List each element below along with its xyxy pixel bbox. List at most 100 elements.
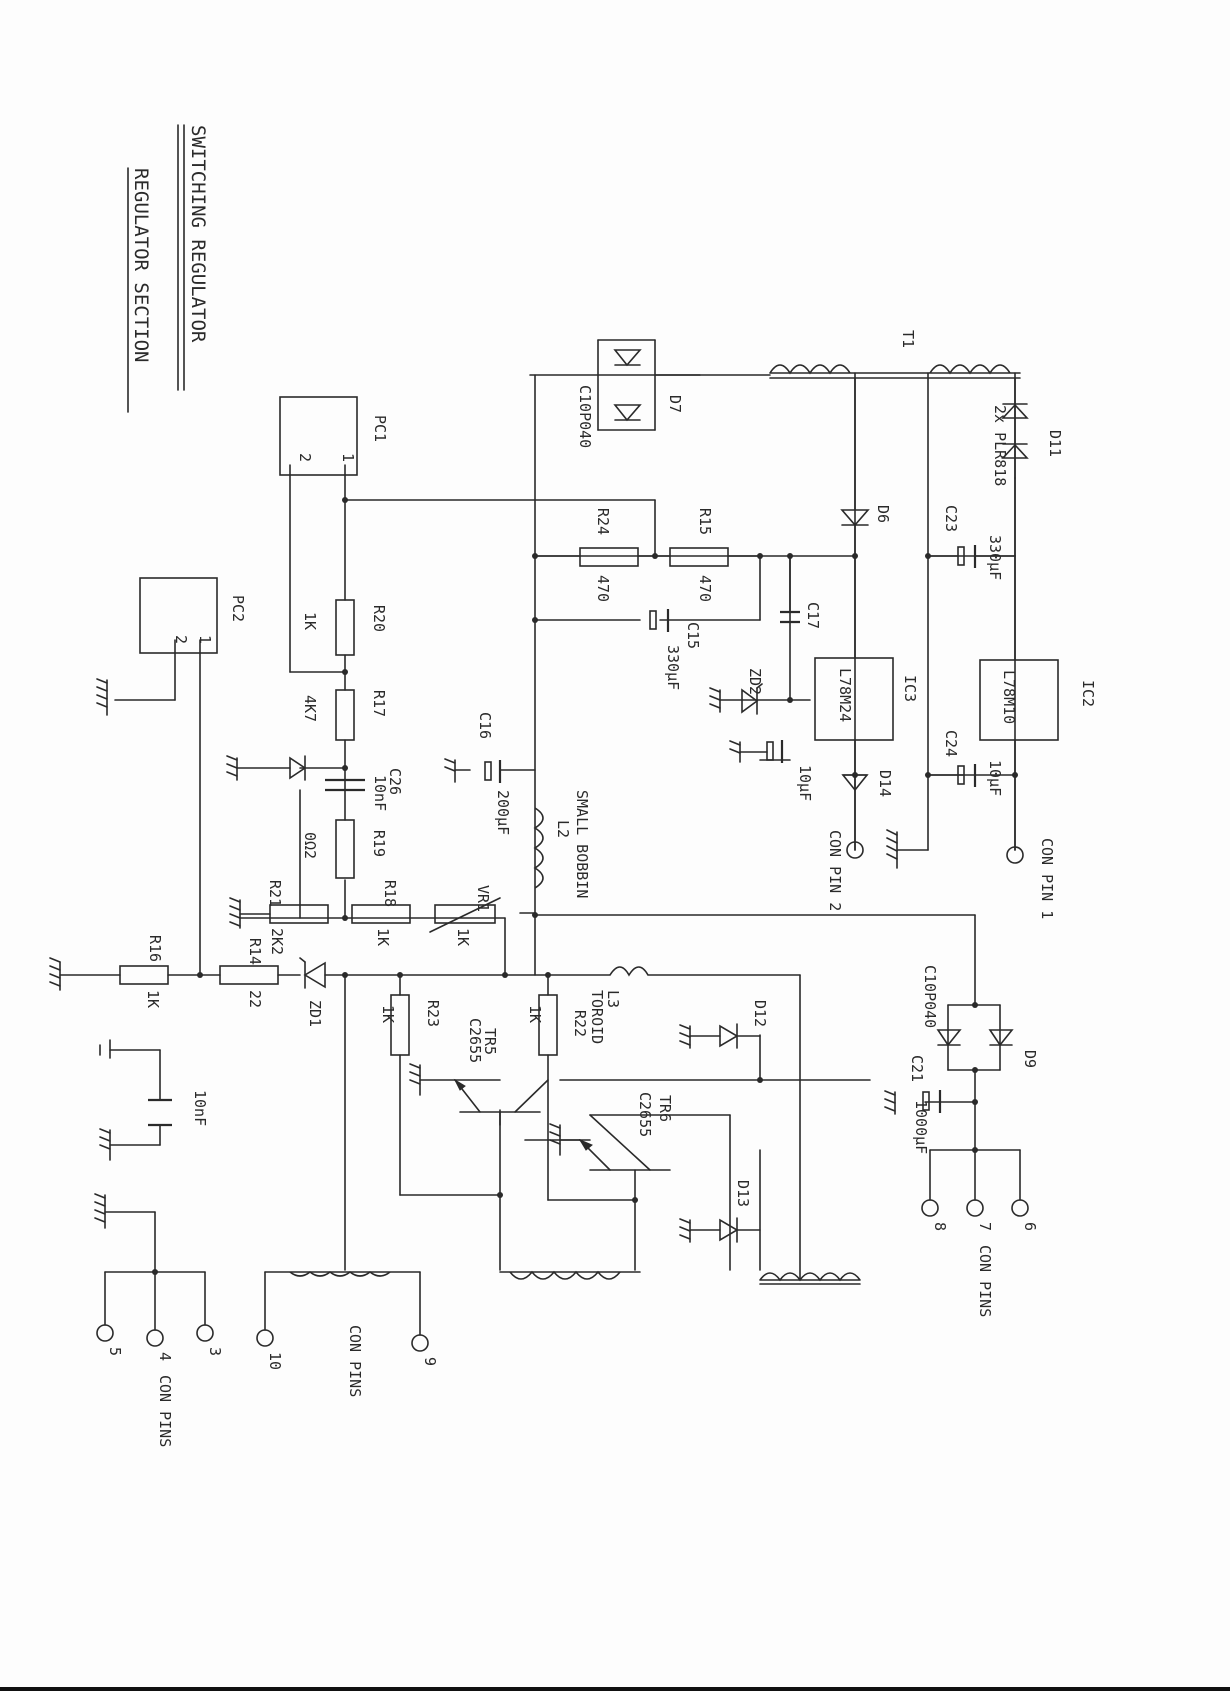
- capacitor-c14: 10µF: [729, 740, 814, 801]
- d9-label: D9: [1021, 1050, 1039, 1068]
- c16-value: 200µF: [494, 790, 512, 835]
- transformer-t1: T1: [769, 330, 1011, 375]
- c26-label: C26: [386, 768, 404, 795]
- capacitor-c17: C17: [780, 555, 822, 629]
- con-pin-7[interactable]: 7: [966, 1199, 994, 1231]
- ground-symbol: [49, 897, 241, 987]
- c15-label: C15: [684, 622, 702, 649]
- c26-value: 10nF: [371, 775, 389, 811]
- r18-value: 1K: [374, 928, 392, 946]
- pin-5-label: 5: [106, 1347, 124, 1356]
- capacitor-c16: C16 200µF: [444, 712, 512, 835]
- r17-value: 4K7: [301, 695, 319, 722]
- tr5-value: C2655: [466, 1018, 484, 1063]
- c21-label: C21: [908, 1055, 926, 1082]
- pc2-pin2: 2: [172, 635, 190, 644]
- c14-value: 10µF: [796, 765, 814, 801]
- diode-d14: D14: [841, 770, 894, 797]
- con-pin-2[interactable]: CON PIN 2: [826, 830, 864, 911]
- diode-d12: D12: [679, 1000, 769, 1049]
- r21-value: 2K2: [268, 928, 286, 955]
- optocoupler-pc2: PC2 1 2: [139, 577, 247, 654]
- optocoupler-pc1: PC1 1 2: [279, 396, 389, 476]
- zener-near-c26: [226, 755, 307, 781]
- r22-value: 1K: [526, 1005, 544, 1023]
- wiring: [59, 339, 1021, 1336]
- transistor-tr5: TR5 C2655: [409, 1018, 549, 1126]
- r22-label: R22: [571, 1010, 589, 1037]
- ground-symbol: [96, 678, 108, 716]
- transformer-bottom: [289, 1270, 861, 1282]
- r19-value: 0Ω2: [301, 832, 319, 859]
- cap-10nf-value: 10nF: [191, 1090, 209, 1126]
- resistor-r21: R21 2K2: [239, 880, 329, 955]
- r20-value: 1K: [301, 612, 319, 630]
- con-pin-9[interactable]: 9: [411, 1334, 439, 1366]
- zd2-label: ZD2: [746, 668, 764, 695]
- diode-d11: D11 2x PLR818: [991, 377, 1064, 557]
- r19-label: R19: [370, 830, 388, 857]
- resistor-r19: R19 0Ω2: [301, 819, 388, 879]
- d13-label: D13: [734, 1180, 752, 1207]
- tr5-label: TR5: [481, 1028, 499, 1055]
- pin-10-label: 10: [266, 1352, 284, 1370]
- con-pin-8[interactable]: 8: [921, 1199, 949, 1231]
- pin-3-label: 3: [206, 1347, 224, 1356]
- r15-label: R15: [696, 508, 714, 535]
- r24-value: 470: [594, 575, 612, 602]
- c17-label: C17: [804, 602, 822, 629]
- r23-value: 1K: [379, 1005, 397, 1023]
- r14-value: 22: [246, 990, 264, 1008]
- r14-label: R14: [246, 938, 264, 965]
- pin-8-label: 8: [931, 1222, 949, 1231]
- bottom-edge: [0, 1687, 1230, 1691]
- d9-value: C10P040: [921, 965, 939, 1028]
- ground-symbol: [886, 829, 898, 869]
- d12-label: D12: [751, 1000, 769, 1027]
- con-pin-10[interactable]: 10: [256, 1329, 284, 1370]
- pc2-pin1: 1: [196, 635, 214, 644]
- c23-value: 330µF: [986, 535, 1004, 580]
- d7-value: C10P040: [576, 385, 594, 448]
- d11-label: D11: [1046, 430, 1064, 457]
- con-pin-6[interactable]: 6: [1011, 1199, 1039, 1231]
- con-pins-910-label: CON PINS: [346, 1325, 364, 1397]
- pc2-label: PC2: [229, 595, 247, 622]
- r16-label: R16: [146, 935, 164, 962]
- r23-label: R23: [424, 1000, 442, 1027]
- title-block: SWITCHING REGULATOR REGULATOR SECTION: [127, 124, 209, 413]
- d7-label: D7: [666, 395, 684, 413]
- r15-value: 470: [696, 575, 714, 602]
- con-pin-1-label: CON PIN 1: [1038, 838, 1056, 919]
- con-pin-3[interactable]: 3: [196, 1324, 224, 1356]
- pc1-pin1: 1: [339, 453, 357, 462]
- t1-label: T1: [899, 330, 917, 348]
- con-pin-5[interactable]: 5: [96, 1324, 124, 1356]
- con-pin-1[interactable]: CON PIN 1: [1006, 838, 1056, 919]
- diode-d6: D6: [840, 377, 892, 557]
- capacitor-c26: C26 10nF: [325, 768, 404, 811]
- ic3-label: IC3: [901, 675, 919, 702]
- c21-value: 1000µF: [912, 1100, 930, 1154]
- pc1-label: PC1: [371, 415, 389, 442]
- resistor-r24: R24 470: [534, 508, 671, 602]
- con-pin-4[interactable]: 4: [146, 1329, 174, 1361]
- ic-ic3: L78M24 IC3: [814, 657, 919, 741]
- vr1-label: VR1: [474, 885, 492, 912]
- c15-value: 330µF: [664, 645, 682, 690]
- capacitor-10nf: 10nF: [99, 1039, 209, 1161]
- c23-label: C23: [942, 505, 960, 532]
- pin-4-label: 4: [156, 1352, 174, 1361]
- d6-label: D6: [874, 505, 892, 523]
- resistor-r20: R20 1K: [301, 599, 388, 656]
- capacitor-c15: C15 330µF: [649, 609, 702, 690]
- zd1-label: ZD1: [306, 1000, 324, 1027]
- r18-label: R18: [381, 880, 399, 907]
- c24-value: 10µF: [986, 760, 1004, 796]
- zener-zd1: ZD1: [299, 957, 326, 1027]
- capacitor-c24: C24 10µF: [927, 730, 1004, 796]
- r21-label: R21: [266, 880, 284, 907]
- diode-d7: D7 C10P040: [576, 349, 684, 448]
- ic2-value: L78M10: [1000, 670, 1018, 724]
